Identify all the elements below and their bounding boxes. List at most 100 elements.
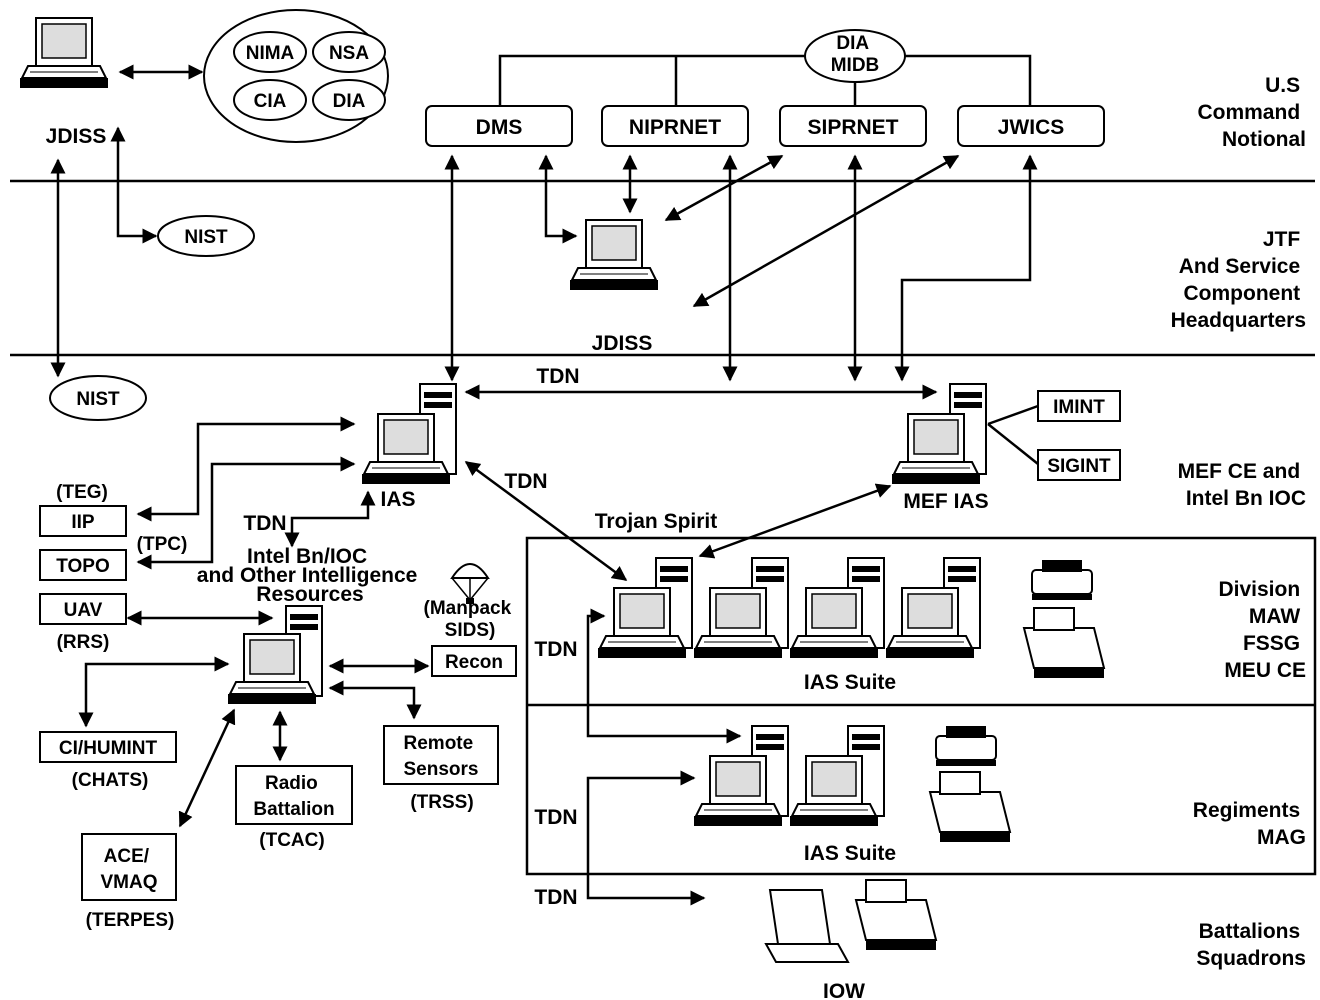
division-ias-suite-icon bbox=[597, 557, 981, 659]
link-siprnet-jdiss bbox=[664, 154, 784, 222]
intel-bn-label: Intel Bn/IOC and Other Intelligence Reso… bbox=[197, 545, 423, 606]
tdn-label-top: TDN bbox=[536, 365, 579, 388]
uav-box[interactable] bbox=[39, 593, 127, 625]
network-siprnet-label: SIPRNET bbox=[807, 116, 898, 139]
link-midb-jwics bbox=[905, 54, 1032, 106]
iip-label: IIP bbox=[71, 512, 95, 533]
ace-vmaq-label: ACE/ VMAQ bbox=[101, 846, 158, 893]
network-siprnet[interactable] bbox=[779, 105, 927, 147]
lane-label-jtf: JTF And Service Component Headquarters bbox=[1171, 228, 1306, 332]
agency-cia-label: CIA bbox=[254, 91, 287, 112]
link-dms-jdiss bbox=[538, 154, 578, 244]
teg-label: (TEG) bbox=[56, 482, 108, 503]
link-intelbn-cihumint bbox=[78, 656, 230, 728]
agency-nsa-label: NSA bbox=[329, 43, 369, 64]
agency-cia[interactable] bbox=[233, 79, 307, 121]
trss-label: (TRSS) bbox=[410, 792, 473, 813]
regiments-dot-matrix-printer-icon bbox=[935, 725, 997, 767]
nist-1[interactable] bbox=[157, 215, 255, 257]
lane-label-battalions: Battalions Squadrons bbox=[1196, 920, 1306, 970]
lane-label-us-command: U.S Command Notional bbox=[1197, 74, 1306, 151]
lane-label-mef: MEF CE and Intel Bn IOC bbox=[1178, 460, 1306, 510]
division-laser-printer-icon bbox=[1023, 607, 1105, 679]
trojan-spirit-label: Trojan Spirit bbox=[595, 510, 718, 533]
agency-nima-label: NIMA bbox=[246, 43, 295, 64]
ci-humint-label: CI/HUMINT bbox=[59, 738, 158, 759]
nist-2-label: NIST bbox=[76, 389, 120, 410]
network-dms[interactable] bbox=[425, 105, 573, 147]
ace-vmaq-box[interactable] bbox=[81, 833, 177, 901]
ias-label: IAS bbox=[380, 488, 415, 511]
parachute-icon bbox=[450, 563, 490, 604]
link-jwics-mef bbox=[894, 154, 1038, 382]
regiments-laser-printer-icon bbox=[929, 771, 1011, 843]
jdiss-mid-label: JDISS bbox=[592, 332, 653, 355]
nist-1-label: NIST bbox=[184, 227, 228, 248]
agency-dia[interactable] bbox=[312, 79, 386, 121]
sigint-box[interactable] bbox=[1037, 449, 1121, 481]
mef-ias-workstation-icon bbox=[891, 383, 987, 485]
jdiss-mid-computer-icon bbox=[569, 219, 659, 291]
ias-suite-2-label: IAS Suite bbox=[804, 842, 896, 865]
agency-nsa[interactable] bbox=[312, 31, 386, 73]
network-jwics[interactable] bbox=[957, 105, 1105, 147]
agency-dia-label: DIA bbox=[333, 91, 366, 112]
link-jwics-jdiss bbox=[692, 154, 960, 308]
tdn-label-division: TDN bbox=[534, 638, 577, 661]
link-intelbn-sensors bbox=[328, 680, 422, 720]
network-niprnet-label: NIPRNET bbox=[629, 116, 721, 139]
dia-midb-label: DIA MIDB bbox=[831, 33, 880, 76]
link-division-regiments bbox=[586, 608, 742, 744]
link-midb-dms bbox=[498, 54, 805, 106]
radio-battalion-box[interactable] bbox=[235, 765, 353, 825]
radio-battalion-label: Radio Battalion bbox=[253, 773, 334, 820]
jdiss-top-label: JDISS bbox=[46, 125, 107, 148]
tdn-label-regiments: TDN bbox=[534, 806, 577, 829]
sigint-label: SIGINT bbox=[1047, 456, 1111, 477]
regiments-ias-suite-icon bbox=[693, 725, 885, 827]
remote-sensors-box[interactable] bbox=[383, 725, 499, 785]
iow-label: IOW bbox=[823, 980, 865, 1000]
tdn-label-ias-division: TDN bbox=[504, 470, 547, 493]
ias-suite-1-label: IAS Suite bbox=[804, 671, 896, 694]
iow-laser-printer-icon bbox=[855, 879, 937, 951]
tpc-label: (TPC) bbox=[137, 534, 188, 555]
intel-bn-workstation-icon bbox=[227, 605, 323, 705]
link-ias-intelbn bbox=[284, 490, 376, 548]
network-dms-label: DMS bbox=[476, 116, 523, 139]
link-intelbn-ace bbox=[178, 708, 236, 828]
ias-workstation-icon bbox=[361, 383, 457, 485]
recon-box[interactable] bbox=[431, 645, 517, 677]
topo-box[interactable] bbox=[39, 549, 127, 581]
lane-label-regiments: Regiments MAG bbox=[1193, 799, 1306, 849]
link-ias-division bbox=[464, 460, 628, 582]
iow-laptop-icon bbox=[764, 889, 850, 963]
network-niprnet[interactable] bbox=[601, 105, 749, 147]
ci-humint-box[interactable] bbox=[39, 731, 177, 763]
remote-sensors-label: Remote Sensors bbox=[404, 733, 479, 780]
lane-label-division: Division MAW FSSG MEU CE bbox=[1218, 578, 1306, 682]
link-mef-division bbox=[698, 483, 892, 559]
jdiss-top-computer-icon bbox=[19, 17, 109, 89]
chats-label: (CHATS) bbox=[72, 770, 149, 791]
link-mef-sigint bbox=[987, 423, 1039, 465]
agency-nima[interactable] bbox=[233, 31, 307, 73]
mef-ias-label: MEF IAS bbox=[903, 490, 988, 513]
uav-label: UAV bbox=[64, 600, 103, 621]
iip-box[interactable] bbox=[39, 505, 127, 537]
topo-label: TOPO bbox=[56, 556, 110, 577]
manpack-label: (Manpack SIDS) bbox=[424, 598, 517, 641]
agency-cluster bbox=[203, 9, 389, 143]
terpes-label: (TERPES) bbox=[86, 910, 175, 931]
recon-label: Recon bbox=[445, 652, 503, 673]
link-ias-iip bbox=[136, 416, 356, 522]
link-jdiss-nist1 bbox=[110, 126, 158, 244]
tdn-label-intelbn: TDN bbox=[243, 512, 286, 535]
tdn-label-battalions: TDN bbox=[534, 886, 577, 909]
link-regiments-battalions bbox=[586, 770, 706, 906]
nist-2[interactable] bbox=[49, 375, 147, 421]
rrs-label: (RRS) bbox=[57, 632, 110, 653]
link-mef-imint bbox=[987, 404, 1039, 426]
division-dot-matrix-printer-icon bbox=[1031, 559, 1093, 601]
